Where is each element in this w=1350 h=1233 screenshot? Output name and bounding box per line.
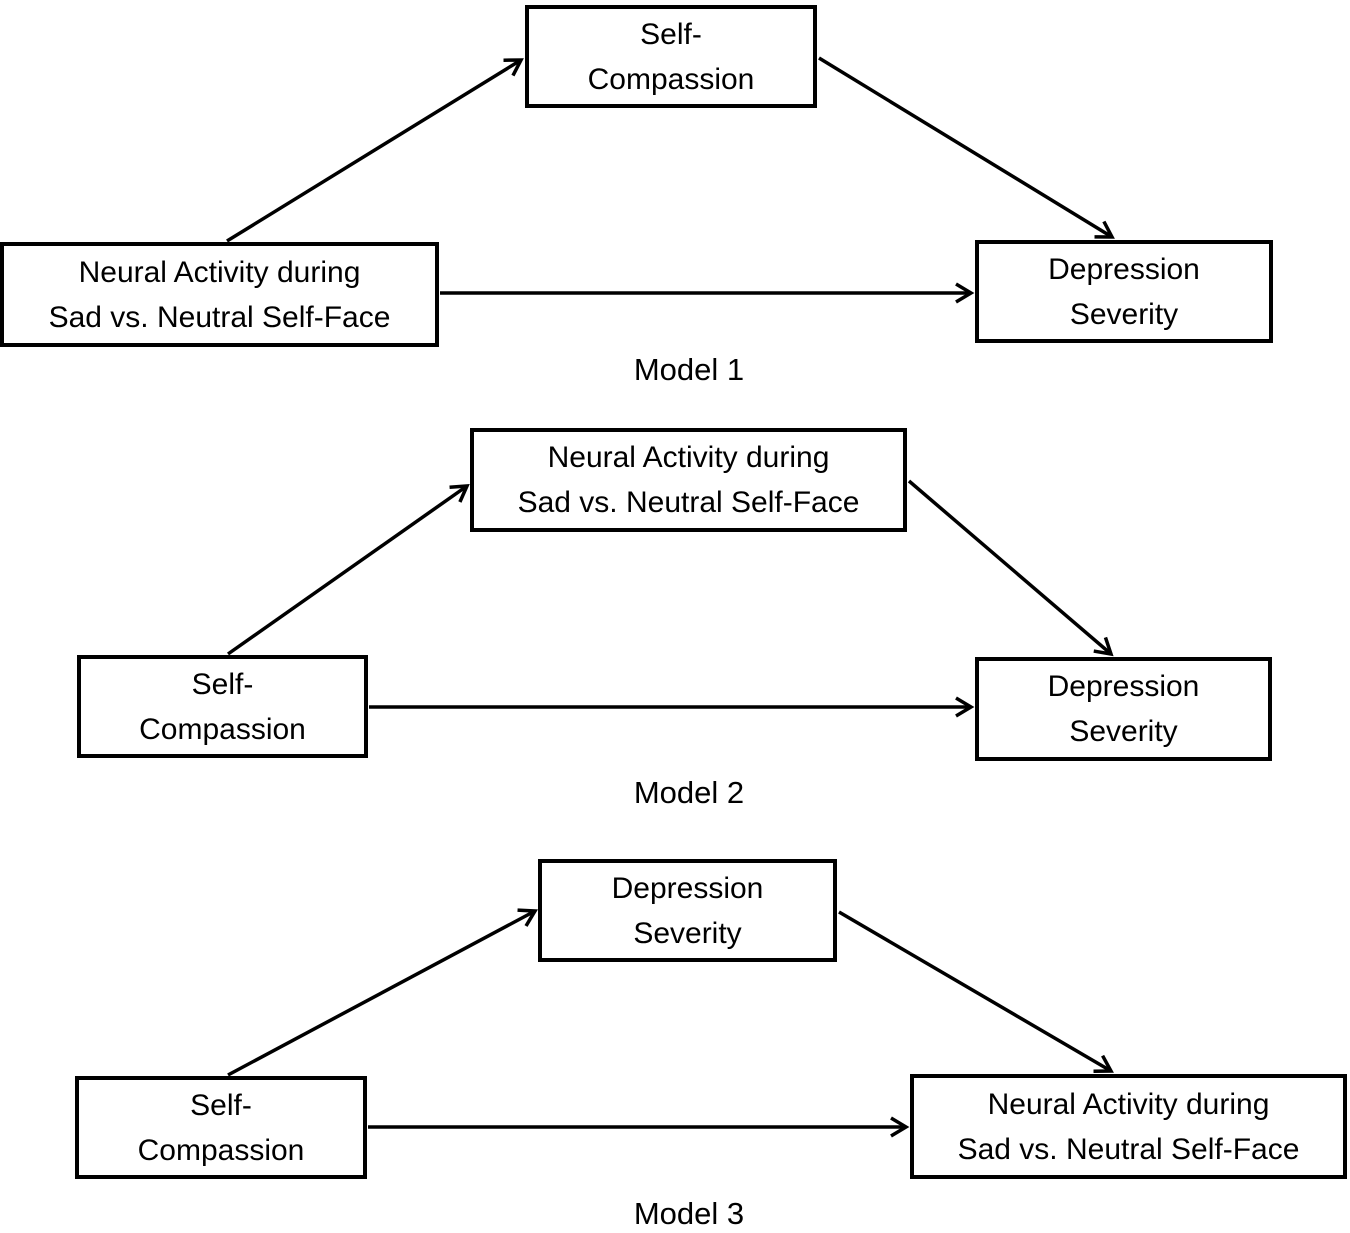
box-label-line: Sad vs. Neutral Self-Face bbox=[957, 1132, 1300, 1166]
box-label-line: Neural Activity during bbox=[987, 1087, 1270, 1121]
box-label-line: Severity bbox=[633, 916, 742, 950]
model1-outcome-box-depression-severity: Depression Severity bbox=[975, 240, 1273, 343]
box-label-line: Neural Activity during bbox=[78, 255, 361, 289]
box-label-line: Self- bbox=[640, 17, 702, 51]
model3-a-path-arrow bbox=[227, 908, 539, 1077]
model3-mediator-box-depression-severity: Depression Severity bbox=[538, 859, 837, 962]
box-label-line: Neural Activity during bbox=[547, 441, 830, 474]
model1-b-path-arrow bbox=[818, 56, 1115, 239]
model1-a-path-arrow bbox=[226, 58, 524, 243]
model2-b-path-arrow bbox=[907, 479, 1114, 657]
model3-predictor-box-self-compassion: Self- Compassion bbox=[75, 1076, 367, 1179]
model2-outcome-box-depression-severity: Depression Severity bbox=[975, 657, 1272, 761]
model1-predictor-box-neural-activity: Neural Activity during Sad vs. Neutral S… bbox=[0, 242, 439, 347]
model3-b-path-arrow bbox=[838, 910, 1114, 1073]
model3-outcome-box-neural-activity: Neural Activity during Sad vs. Neutral S… bbox=[910, 1074, 1347, 1179]
box-label-line: Depression bbox=[611, 871, 764, 905]
model3-caption: Model 3 bbox=[633, 1196, 745, 1231]
box-label-line: Compassion bbox=[587, 62, 755, 96]
model2-mediator-box-neural-activity: Neural Activity during Sad vs. Neutral S… bbox=[470, 428, 907, 532]
model2-caption: Model 2 bbox=[633, 775, 745, 810]
box-label-line: Self- bbox=[190, 1088, 252, 1122]
model1-caption: Model 1 bbox=[633, 352, 745, 387]
box-label-line: Sad vs. Neutral Self-Face bbox=[48, 300, 391, 334]
box-label-line: Compassion bbox=[139, 712, 306, 746]
box-label-line: Severity bbox=[1069, 297, 1179, 331]
model1-mediator-box-self-compassion: Self- Compassion bbox=[525, 5, 817, 108]
box-label-line: Self- bbox=[191, 667, 254, 701]
box-label-line: Sad vs. Neutral Self-Face bbox=[517, 486, 860, 519]
box-label-line: Severity bbox=[1069, 715, 1178, 748]
model2-predictor-box-self-compassion: Self- Compassion bbox=[77, 655, 368, 758]
box-label-line: Depression bbox=[1047, 670, 1200, 703]
model2-a-path-arrow bbox=[226, 484, 470, 656]
box-label-line: Compassion bbox=[137, 1133, 305, 1167]
box-label-line: Depression bbox=[1048, 252, 1200, 286]
